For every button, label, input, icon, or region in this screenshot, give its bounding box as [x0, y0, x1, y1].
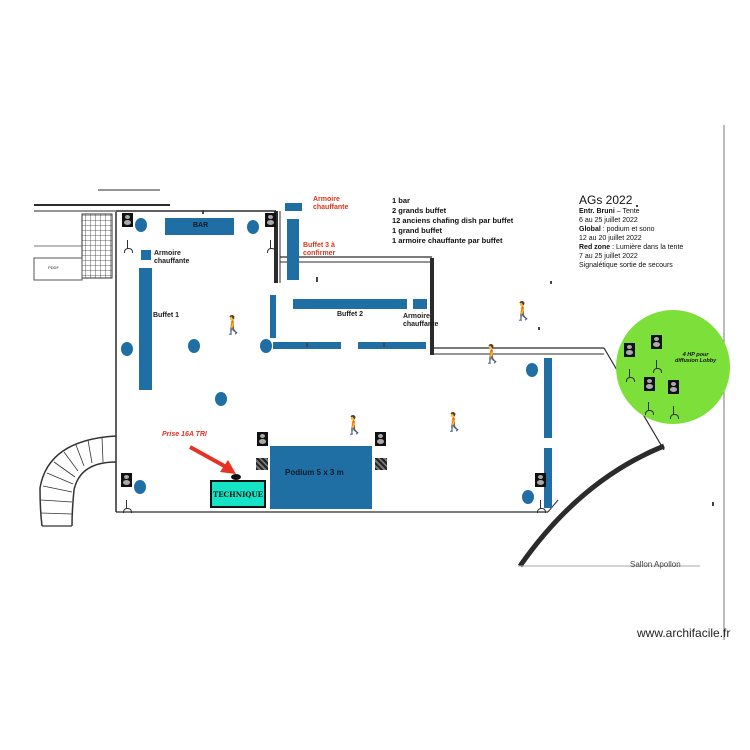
podium-label: Podium 5 x 3 m — [285, 468, 344, 477]
spiral-staircase — [39, 435, 117, 527]
wall-markers — [202, 205, 714, 506]
global-line: Global : podium et sono — [579, 226, 655, 233]
info-line: 12 anciens chafing dish par buffet — [392, 216, 514, 225]
buffet1-label: Buffet 1 — [153, 312, 180, 319]
speaker-stand-icon — [668, 406, 679, 418]
right-bench-a — [544, 358, 552, 438]
podium: Podium 5 x 3 m — [270, 446, 372, 509]
wall-table-c — [358, 342, 426, 349]
speaker-icon — [624, 343, 635, 357]
info-line: 1 armoire chauffante par buffet — [392, 236, 503, 245]
exit-person-icon: 🚶 — [512, 301, 535, 321]
entr-line: Entr. Bruni – Tente — [579, 208, 640, 215]
buffet3-table — [287, 219, 299, 280]
speaker-stand-icon — [651, 360, 662, 372]
technique-label: TECHNIQUE — [213, 489, 263, 499]
red-line: Red zone : Lumière dans la tente — [579, 244, 684, 251]
speaker-stand-icon — [121, 500, 132, 512]
speaker-stand-icon — [265, 240, 276, 252]
speaker-base-icon — [256, 458, 268, 470]
wall-table-a — [270, 295, 276, 338]
speaker-icon — [651, 335, 662, 349]
speaker-stand-icon — [624, 369, 635, 381]
speaker-icon — [122, 213, 133, 227]
event-title: AGs 2022 — [579, 193, 633, 207]
watermark: www.archifacile.fr — [637, 626, 731, 640]
exit-person-icon: 🚶 — [443, 412, 466, 432]
speaker-stand-icon — [122, 240, 133, 252]
buffet1-table — [139, 268, 152, 390]
armoire-right — [413, 299, 427, 309]
bar-label: BAR — [193, 222, 209, 229]
technique-dome — [231, 474, 241, 480]
salon-label: Sallon Apollon — [630, 560, 681, 569]
exit-person-icon: 🚶 — [481, 344, 504, 364]
info-line: 1 grand buffet — [392, 226, 442, 235]
armoire-left — [141, 250, 151, 260]
round-tables — [121, 218, 538, 504]
prise-label: Prise 16A TRI — [162, 431, 207, 438]
exit-person-icon: 🚶 — [222, 315, 245, 335]
speaker-icon — [644, 377, 655, 391]
bar-counter — [165, 218, 234, 235]
speaker-base-icon — [375, 458, 387, 470]
stair-label: PDDF — [48, 265, 59, 270]
armoire-top — [285, 203, 302, 211]
lobby-zone — [616, 310, 730, 424]
speaker-icon — [668, 380, 679, 394]
speaker-icon — [535, 473, 546, 487]
technique-box: TECHNIQUE — [210, 480, 266, 508]
lobby-label: 4 HP pour diffusion Lobby — [675, 352, 717, 364]
buffet2-table — [293, 299, 407, 309]
speaker-stand-icon — [535, 500, 546, 512]
event-info: AGs 2022 Entr. Bruni – Tente 6 au 25 jui… — [579, 193, 683, 270]
info-line: 2 grands buffet — [392, 206, 447, 215]
global-dates: 12 au 20 juillet 2022 — [579, 235, 642, 242]
buffet3-label: Buffet 3 à confirmer — [303, 242, 336, 258]
right-bench-b — [544, 448, 552, 508]
speaker-icon — [375, 432, 386, 446]
stair-block — [33, 213, 113, 281]
requirements-list: 1 bar 2 grands buffet 12 anciens chafing… — [392, 196, 513, 246]
exit-person-icon: 🚶 — [343, 415, 366, 435]
red-dates: 7 au 25 juillet 2022 — [579, 253, 638, 260]
armoire-right-label: Armoire chauffante — [403, 313, 439, 329]
armoire-top-label: Armoire chauffante — [313, 196, 349, 212]
info-line: 1 bar — [392, 196, 410, 205]
speaker-icon — [257, 432, 268, 446]
speaker-icon — [121, 473, 132, 487]
buffet2-label: Buffet 2 — [337, 311, 364, 318]
entr-dates: 6 au 25 juillet 2022 — [579, 217, 638, 224]
speaker-icon — [265, 213, 276, 227]
signal-line: Signalétique sortie de secours — [579, 262, 673, 269]
armoire-left-label: Armoire chauffante — [154, 250, 190, 266]
speaker-stand-icon — [643, 402, 654, 414]
prise-arrow — [189, 445, 236, 474]
